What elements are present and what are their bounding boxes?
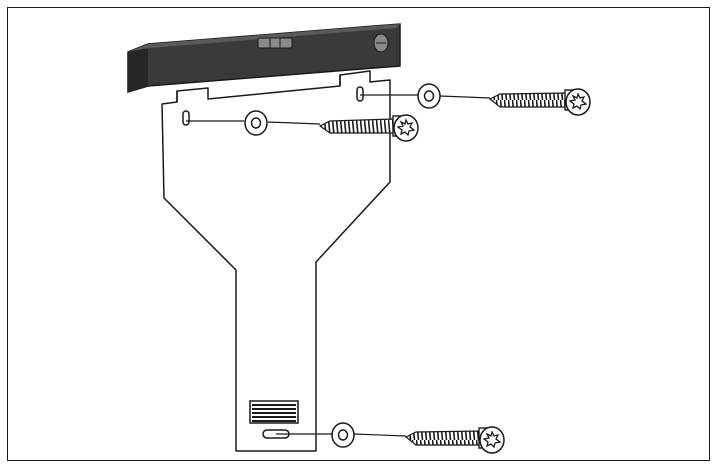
washer-icon xyxy=(417,83,441,109)
torx-screw-icon xyxy=(488,88,591,116)
mounting-hole-left xyxy=(182,110,190,126)
mounting-plate-icon xyxy=(161,70,391,452)
washer-icon xyxy=(244,110,268,136)
assembly-guide-lines xyxy=(186,94,491,437)
mounting-hole-right xyxy=(356,86,364,102)
torx-screw-icon xyxy=(404,426,505,454)
washer-icon xyxy=(331,422,355,448)
grip-ribs xyxy=(249,400,299,424)
torx-screw-icon xyxy=(318,114,419,142)
spirit-level-icon xyxy=(127,23,401,94)
